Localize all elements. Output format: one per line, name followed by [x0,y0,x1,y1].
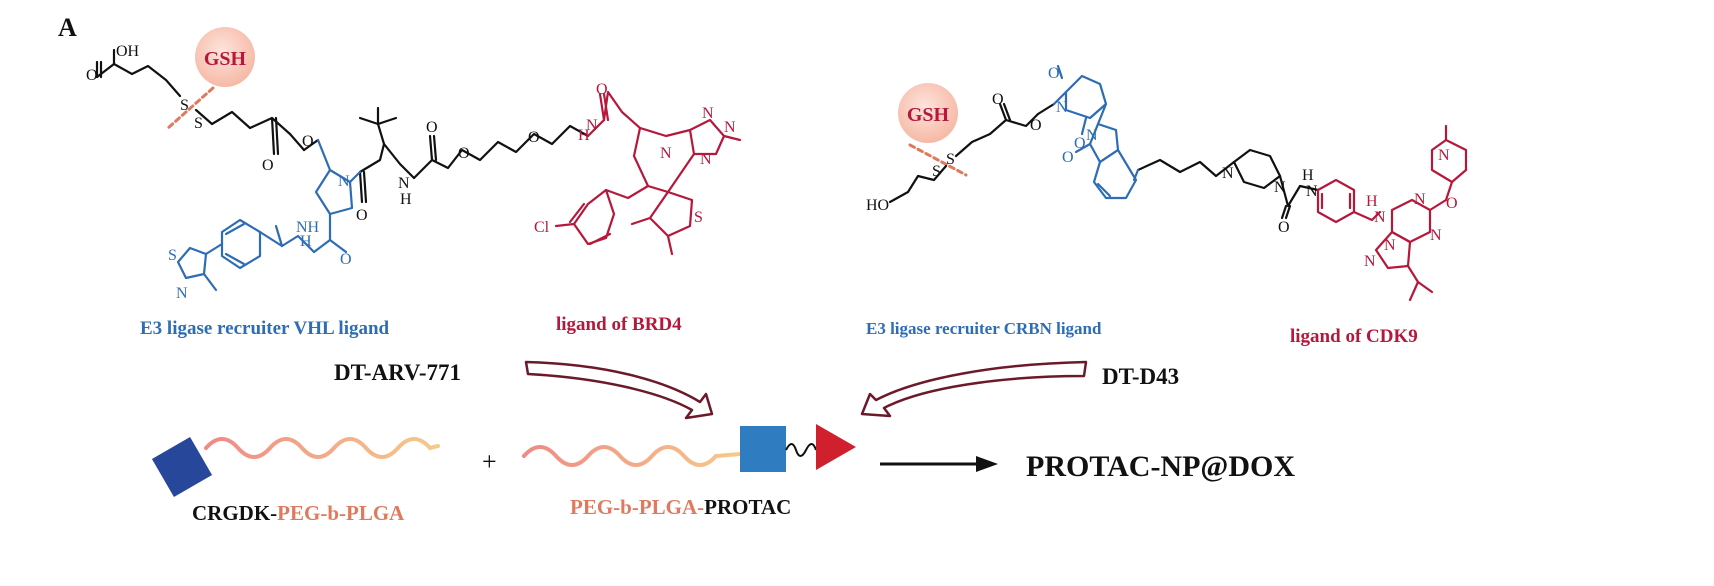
atom-o-urea: O [1278,219,1290,236]
middle-polymer-prefix: PEG-b-PLGA- [570,495,704,519]
atom-n-pyrrolidine: N [338,173,350,190]
reaction-arrow [880,456,998,472]
atom-n-triazole2: N [724,119,736,136]
left-polymer-label: CRGDK-PEG-b-PLGA [192,501,405,525]
atom-o-crbn1: O [1048,65,1060,82]
left-curved-arrow [524,360,714,420]
right-curved-arrow [860,360,1088,418]
atom-n-cdk9-amine: N [1374,209,1386,226]
atom-n-triazole3: N [700,151,712,168]
atom-o-right-ester: O [1030,117,1042,134]
atom-h-brd4: H [578,127,590,144]
plus-sign: + [482,447,497,476]
atom-o-ester: O [262,157,274,174]
atom-n-urea: N [1306,183,1318,200]
atom-s2: S [194,115,203,132]
atom-o-cdk9: O [1446,195,1458,212]
atom-o-brd4: O [596,81,608,98]
atom-n-pyrazole1: N [1364,253,1376,270]
middle-peg-wave [522,445,742,467]
atom-n-crbn2: N [1086,127,1098,144]
atom-n-pyrazole2: N [1384,237,1396,254]
gsh-label-right: GSH [907,104,950,126]
atom-o: O [86,67,98,84]
left-molecule: GSH [86,27,742,302]
protac-square [740,426,786,472]
atom-n-triazine2: N [1430,227,1442,244]
crbn-ligand-label: E3 ligase recruiter CRBN ligand [866,319,1102,338]
atom-o-peg2: O [528,129,540,146]
atom-n-triazine1: N [1414,191,1426,208]
dt-arv-771-label: DT-ARV-771 [334,360,461,385]
crgdk-peg-plga-polymer [151,436,440,498]
atom-n-brd4-amide: N [586,117,598,134]
atom-o-crbn2: O [1074,135,1086,152]
middle-polymer-suffix: PROTAC [704,495,791,519]
product-label: PROTAC-NP@DOX [1026,450,1295,483]
atom-n-thiazole: N [176,285,188,302]
atom-s-thiazole: S [168,247,177,264]
right-molecule: GSH HO S S O O N N O H N [866,64,1468,302]
gsh-bubble-left: GSH [166,27,255,130]
atom-o-carbonyl2: O [426,119,438,136]
atom-n-amide: N [398,175,410,192]
atom-n-diazepine: N [660,145,672,162]
atom-n-triazole1: N [702,105,714,122]
atom-n-crbn1: N [1056,99,1068,116]
brd4-ligand-label: ligand of BRD4 [556,314,682,335]
left-peg-wave [204,437,440,459]
atom-o-peg1: O [458,145,470,162]
atom-h-cdk9: H [1366,193,1378,210]
atom-n-piperazine2: N [1274,179,1286,196]
atom-h-vhl: H [300,233,312,250]
atom-o-ether: O [302,133,314,150]
left-polymer-suffix: PEG-b-PLGA [277,501,405,525]
atom-oh: OH [116,43,140,60]
protac-linker [785,443,817,457]
vhl-ligand-label: E3 ligase recruiter VHL ligand [140,318,390,339]
atom-n-piperidine: N [1438,147,1450,164]
left-polymer-prefix: CRGDK- [192,501,277,525]
atom-h-amide: H [400,191,412,208]
dt-d43-label: DT-D43 [1102,364,1179,389]
atom-s1-right: S [932,163,941,180]
atom-h-urea: H [1302,167,1314,184]
crgdk-square [151,436,213,498]
atom-s1: S [180,97,189,114]
atom-n-piperazine1: N [1222,165,1234,182]
peg-plga-protac-polymer [522,424,856,472]
atom-o-vhl: O [340,251,352,268]
cdk9-ligand-label: ligand of CDK9 [1290,326,1418,347]
atom-o-crbn3: O [1062,149,1074,166]
atom-nh-vhl: NH [296,219,320,236]
gsh-bubble-right: GSH [898,83,968,177]
atom-o-carbonyl: O [356,207,368,224]
atom-s-thiophene: S [694,209,703,226]
atom-s2-right: S [946,151,955,168]
gsh-label-left: GSH [204,48,247,70]
atom-o-right-carbonyl: O [992,91,1004,108]
panel-label: A [58,13,77,42]
atom-cl: Cl [534,219,550,236]
middle-polymer-label: PEG-b-PLGA-PROTAC [570,495,791,519]
protac-triangle [816,424,856,470]
atom-ho: HO [866,197,889,214]
